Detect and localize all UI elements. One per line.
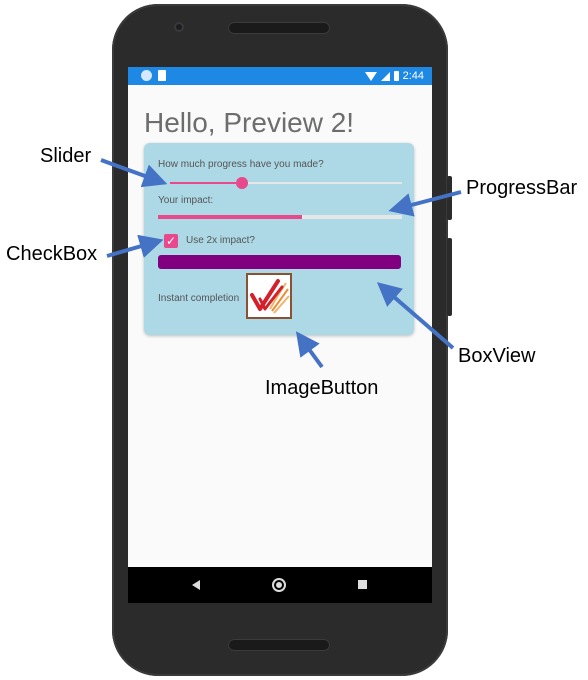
slider-thumb[interactable]: [235, 177, 248, 189]
slider-fill: [170, 182, 242, 184]
home-icon[interactable]: [272, 578, 286, 592]
volume-button[interactable]: [447, 238, 452, 316]
annotation-checkbox: CheckBox: [6, 243, 98, 265]
status-right-icons: 2:44: [364, 69, 424, 83]
signal-icon: [380, 71, 390, 81]
instant-completion-label: Instant completion: [158, 293, 240, 304]
top-speaker: [228, 22, 330, 34]
status-clock: 2:44: [402, 70, 424, 82]
controls-card: How much progress have you made? Your im…: [144, 143, 414, 335]
status-bar: 2:44: [128, 67, 432, 85]
annotation-boxview: BoxView: [458, 345, 536, 367]
progress-slider[interactable]: [170, 177, 402, 189]
bottom-speaker: [228, 639, 330, 651]
impact-label: Your impact:: [158, 195, 214, 206]
wifi-icon: [364, 71, 377, 81]
front-camera: [174, 22, 184, 32]
status-app-icon: [141, 70, 152, 81]
double-impact-checkbox[interactable]: ✓: [164, 234, 178, 248]
page-title: Hello, Preview 2!: [144, 107, 355, 138]
recent-apps-icon[interactable]: [358, 580, 367, 589]
annotation-progressbar: ProgressBar: [466, 177, 578, 199]
checkmark-logo-icon: [250, 279, 290, 314]
purple-boxview: [158, 255, 401, 269]
impact-progressbar: [158, 215, 402, 219]
battery-icon: [393, 71, 399, 81]
instant-completion-image-button[interactable]: [246, 273, 292, 319]
sd-card-icon: [158, 70, 166, 81]
slider-label: How much progress have you made?: [158, 159, 324, 170]
phone-screen: 2:44 Hello, Preview 2! How much progress…: [128, 67, 432, 603]
back-icon[interactable]: [192, 580, 200, 590]
progressbar-fill: [158, 215, 302, 219]
annotation-slider: Slider: [40, 145, 92, 167]
power-button[interactable]: [447, 176, 452, 220]
checkbox-label: Use 2x impact?: [186, 235, 255, 246]
annotation-imagebutton: ImageButton: [265, 377, 379, 399]
navigation-bar: [128, 567, 432, 603]
